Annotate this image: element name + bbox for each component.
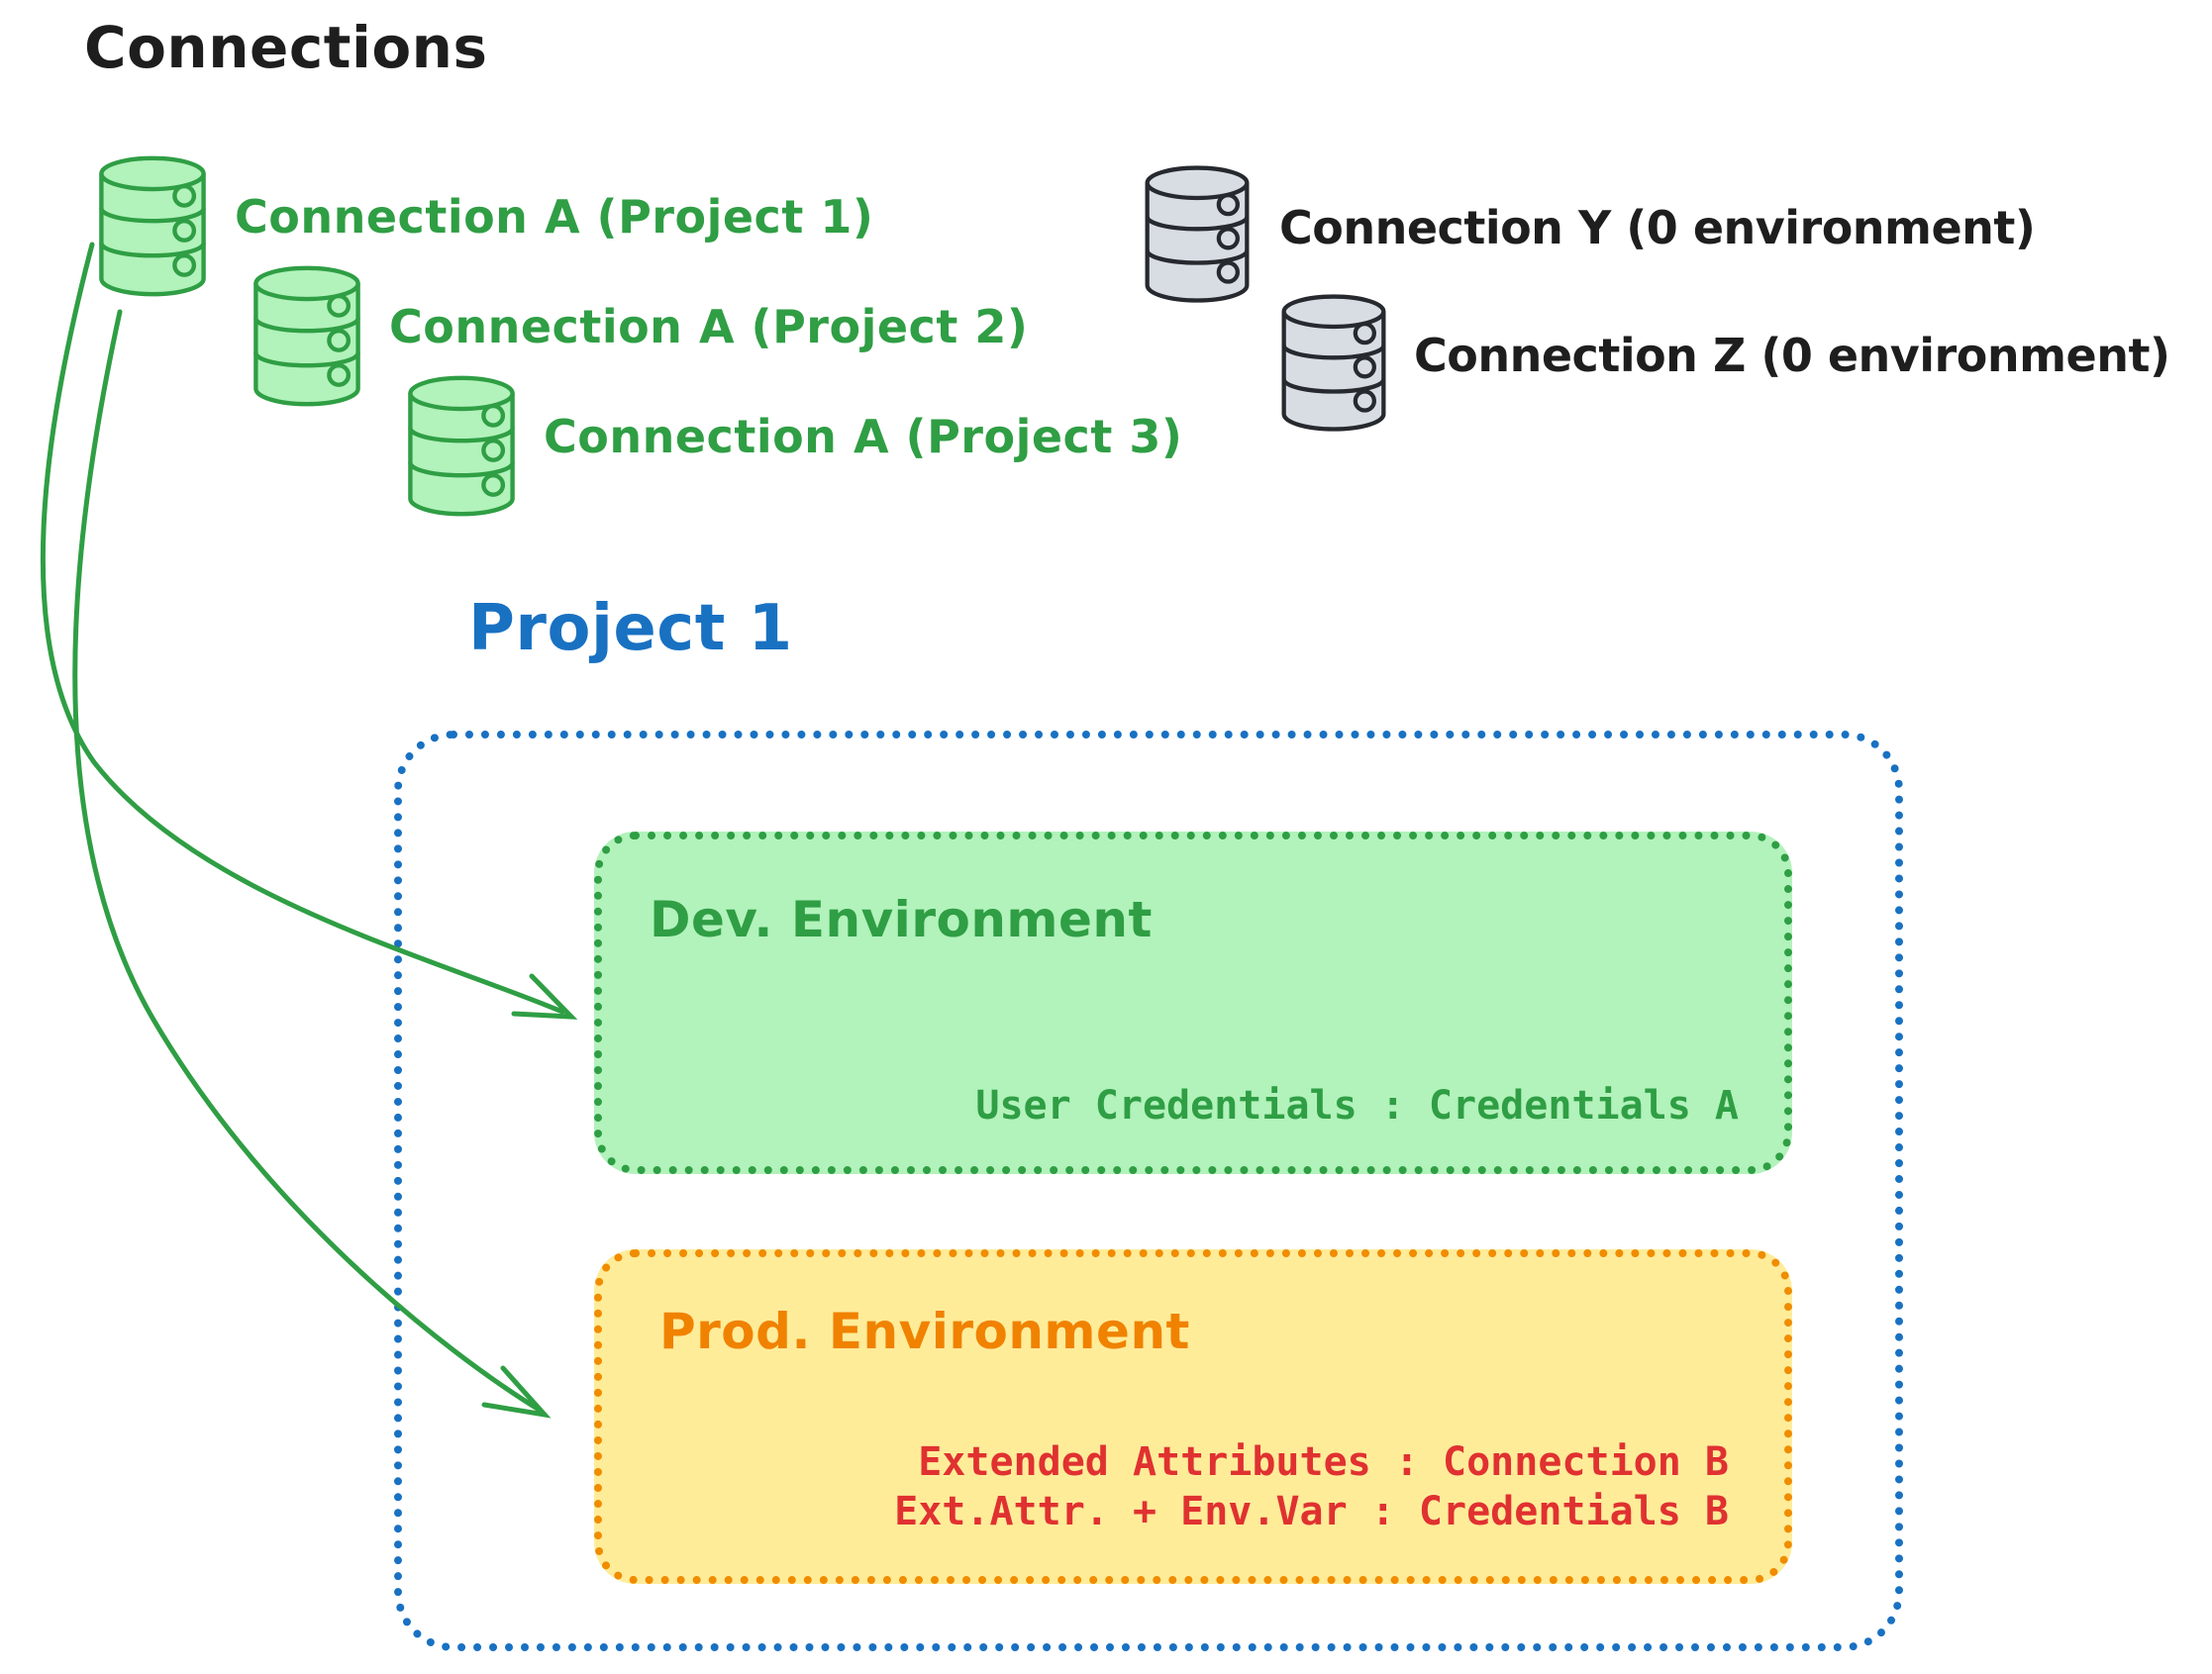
- connection-label-a-project-3: Connection A (Project 3): [544, 410, 1183, 463]
- database-icon-connection-z: [1277, 290, 1390, 437]
- prod-mapping-line-2: Ext.Attr. + Env.Var : Credentials B: [894, 1489, 1729, 1534]
- prod-mapping-line-1: Extended Attributes : Connection B: [918, 1439, 1729, 1485]
- prod-environment-label: Prod. Environment: [659, 1303, 1190, 1360]
- dev-credentials-mapping: User Credentials : Credentials A: [975, 1083, 1739, 1129]
- connection-label-y: Connection Y (0 environment): [1279, 201, 2036, 254]
- dev-environment-label: Dev. Environment: [650, 891, 1153, 948]
- prod-credentials-mapping: Extended Attributes : Connection B Ext.A…: [894, 1437, 1729, 1536]
- connection-label-a-project-1: Connection A (Project 1): [235, 190, 874, 244]
- diagram-title: Connections: [84, 14, 488, 81]
- connection-label-z: Connection Z (0 environment): [1414, 329, 2170, 382]
- database-icon-connection-a-project-2: [249, 263, 365, 410]
- database-icon-connection-y: [1141, 161, 1254, 308]
- database-icon-connection-a-project-1: [94, 153, 211, 300]
- connection-label-a-project-2: Connection A (Project 2): [389, 300, 1029, 353]
- database-icon-connection-a-project-3: [403, 373, 520, 520]
- dev-environment-box: Dev. Environment User Credentials : Cred…: [594, 832, 1792, 1174]
- prod-environment-box: Prod. Environment Extended Attributes : …: [594, 1249, 1792, 1584]
- project-title: Project 1: [468, 592, 793, 665]
